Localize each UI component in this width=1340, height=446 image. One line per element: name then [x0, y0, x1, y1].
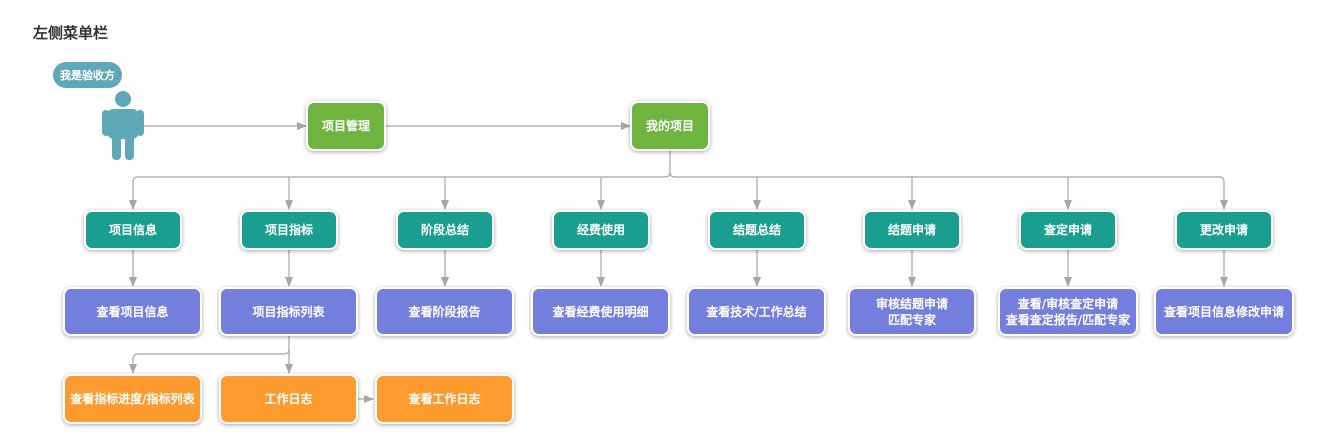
node-stage-summary[interactable]: 阶段总结 — [396, 210, 494, 250]
connector-branch-bus — [132, 171, 1225, 183]
node-view-project-info[interactable]: 查看项目信息 — [63, 287, 202, 336]
person-icon — [102, 91, 144, 160]
node-change-application[interactable]: 更改申请 — [1175, 210, 1273, 250]
node-review-closure-line2: 匹配专家 — [887, 312, 936, 327]
node-review-closure-line1: 审核结题申请 — [875, 296, 948, 311]
node-view-fund-detail[interactable]: 查看经费使用明细 — [531, 287, 670, 336]
node-view-work-log[interactable]: 查看工作日志 — [375, 374, 514, 424]
node-fund-usage[interactable]: 经费使用 — [552, 210, 650, 250]
node-review-closure[interactable]: 审核结题申请 匹配专家 — [848, 287, 976, 336]
node-view-verification-line2: 查看查定报告/匹配专家 — [1005, 312, 1131, 327]
node-closure-application[interactable]: 结题申请 — [863, 210, 961, 250]
node-verification-application[interactable]: 查定申请 — [1019, 210, 1117, 250]
node-view-stage-report[interactable]: 查看阶段报告 — [375, 287, 514, 336]
node-project-indicators[interactable]: 项目指标 — [240, 210, 338, 250]
connector-indicator-list-trunk — [129, 336, 290, 374]
node-view-tech-work-summary[interactable]: 查看技术/工作总结 — [687, 287, 826, 336]
page-title: 左侧菜单栏 — [33, 24, 109, 42]
node-closure-summary[interactable]: 结题总结 — [708, 210, 806, 250]
actor-speech-bubble: 我是验收方 — [53, 62, 122, 88]
node-my-projects[interactable]: 我的项目 — [630, 101, 710, 151]
node-view-verification-line1: 查看/审核查定申请 — [1017, 296, 1119, 311]
connector-my-projects-trunk — [664, 150, 671, 178]
node-view-indicator-progress[interactable]: 查看指标进度/指标列表 — [63, 374, 202, 424]
node-view-verification[interactable]: 查看/审核查定申请 查看查定报告/匹配专家 — [998, 287, 1138, 336]
node-project-management[interactable]: 项目管理 — [306, 101, 386, 151]
node-work-log[interactable]: 工作日志 — [219, 374, 358, 424]
node-indicator-list[interactable]: 项目指标列表 — [219, 287, 358, 336]
node-project-info[interactable]: 项目信息 — [84, 210, 182, 250]
node-view-change-application[interactable]: 查看项目信息修改申请 — [1154, 287, 1294, 336]
